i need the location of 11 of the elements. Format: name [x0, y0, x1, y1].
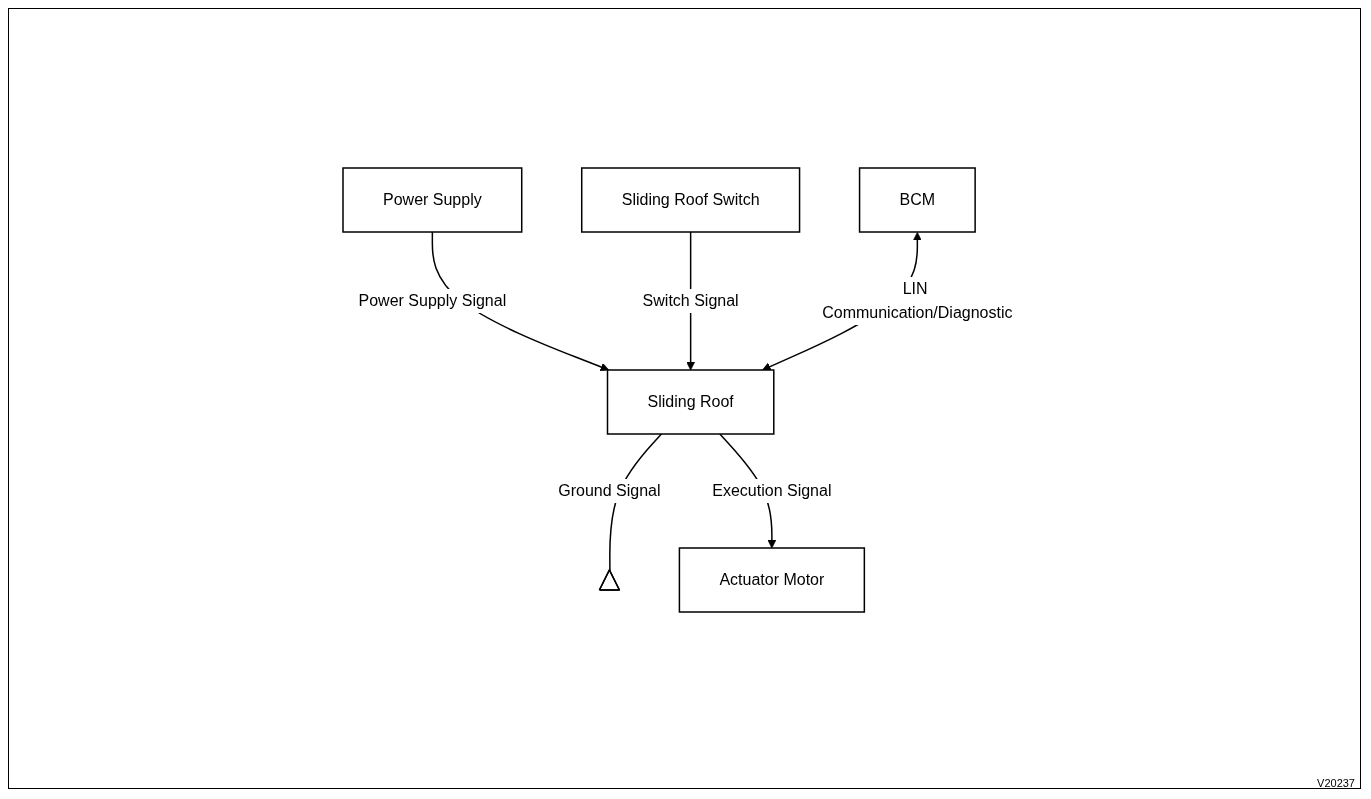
- edge-label: Switch Signal: [642, 292, 739, 309]
- node-box: Power Supply: [342, 167, 523, 233]
- figure-code: V20237: [1317, 777, 1355, 789]
- edge-label: LIN Communication/Diagnostic: [822, 280, 1013, 321]
- node-box: BCM: [858, 167, 976, 233]
- node-box: Sliding Roof Switch: [580, 167, 801, 233]
- node-box: Sliding Roof: [606, 369, 775, 435]
- edge-label: Execution Signal: [712, 482, 832, 499]
- edge-label: Power Supply Signal: [358, 292, 507, 309]
- node-box: Actuator Motor: [678, 547, 865, 613]
- edge-label: Ground Signal: [558, 482, 661, 499]
